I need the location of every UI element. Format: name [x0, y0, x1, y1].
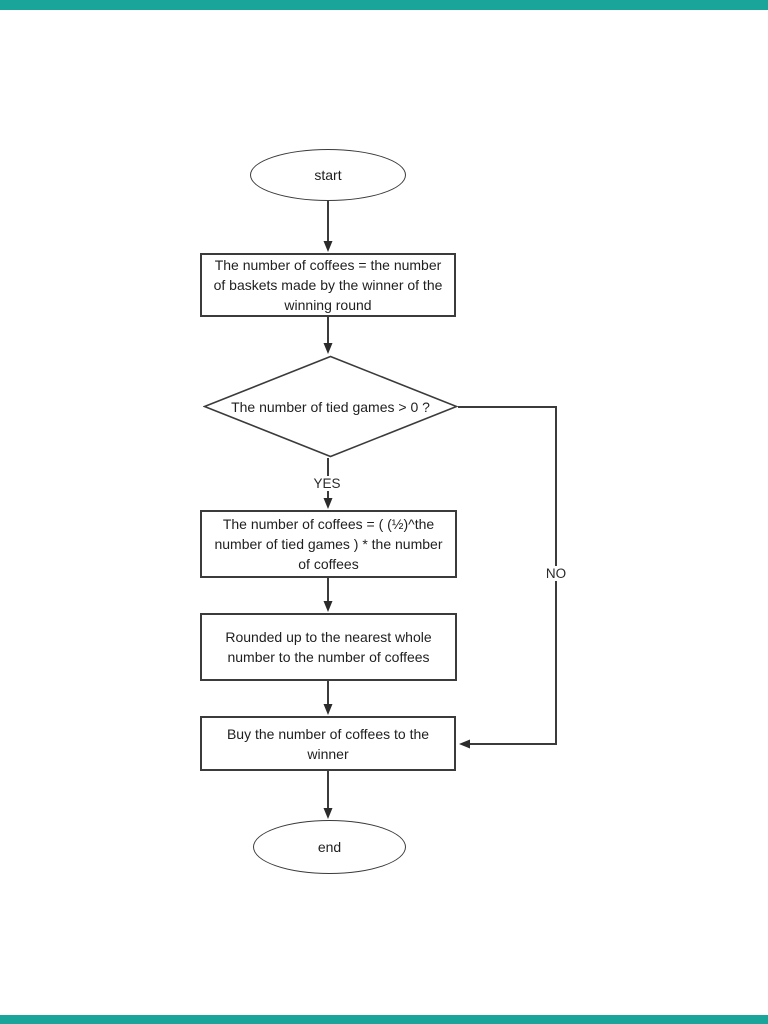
start-label: start: [314, 167, 342, 183]
arrowhead-start-to-process1: [323, 241, 333, 252]
viewer-top-bar: [0, 0, 768, 10]
arrowhead-decision-yes: [323, 498, 333, 509]
process-coffees-equals-baskets: The number of coffees = the number of ba…: [200, 253, 456, 317]
start-terminator: start: [250, 149, 406, 201]
process-round-up: Rounded up to the nearest whole number t…: [200, 613, 457, 681]
end-label: end: [317, 839, 342, 855]
arrowhead-process2-to-process3: [323, 601, 333, 612]
decision-tied-games-label: The number of tied games > 0 ?: [231, 398, 430, 415]
arrowhead-process3-to-process4: [323, 704, 333, 715]
process-round-up-label: Rounded up to the nearest whole number t…: [225, 629, 432, 665]
decision-diamond-shape: [203, 355, 458, 458]
connector-decision-no: [458, 406, 557, 745]
arrowhead-decision-no: [459, 739, 470, 749]
no-branch-label: NO: [542, 566, 570, 581]
decision-tied-games: The number of tied games > 0 ?: [203, 355, 458, 458]
process-halve-coffees: The number of coffees = ( (½)^the number…: [200, 510, 457, 578]
end-terminator: end: [253, 820, 406, 874]
process-coffees-equals-baskets-label: The number of coffees = the number of ba…: [213, 257, 443, 313]
process-buy-coffees-label: Buy the number of coffees to the winner: [226, 725, 430, 762]
yes-branch-label: YES: [310, 476, 344, 491]
process-buy-coffees: Buy the number of coffees to the winner: [200, 716, 456, 771]
arrowhead-process4-to-end: [323, 808, 333, 819]
viewer-bottom-bar: [0, 1015, 768, 1024]
arrowhead-process1-to-decision: [323, 343, 333, 354]
process-halve-coffees-label: The number of coffees = ( (½)^the number…: [214, 516, 443, 572]
